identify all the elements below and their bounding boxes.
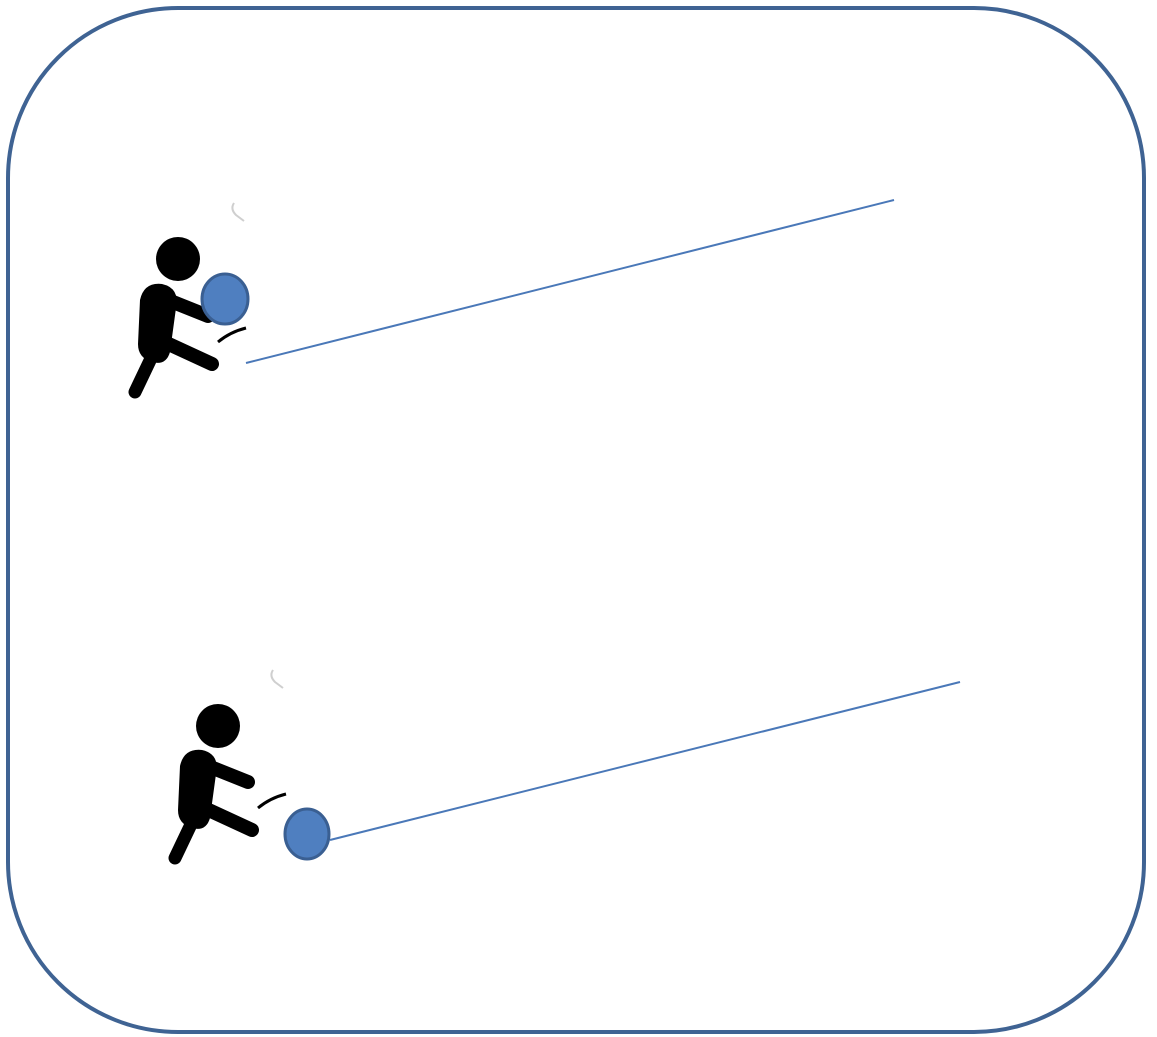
ball-icon: [285, 809, 329, 859]
ball-icon: [202, 274, 248, 324]
rounded-frame: [8, 8, 1144, 1032]
